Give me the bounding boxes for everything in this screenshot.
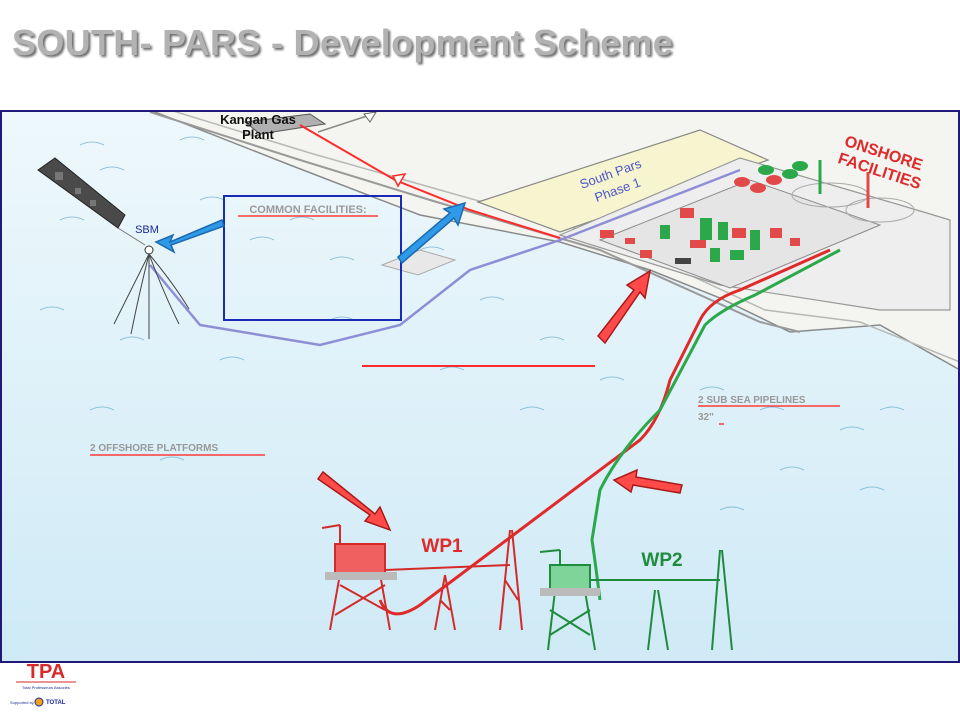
wp1-deck [325,572,397,580]
storage-tanks [734,161,808,193]
south-pars-phase1-area [476,129,770,233]
tpa-logo: TPA Total Professeurs Associés Supported… [6,660,96,710]
total-logo-icon [34,697,44,707]
sbm-buoy [144,245,154,255]
sbm-label: SBM [135,224,159,236]
tpa-logo-name: TPA [27,661,66,683]
wp2-label: WP2 [641,550,682,571]
tpa-logo-subtitle: Total Professeurs Associés [22,685,70,690]
red-arrow-pipelines [612,468,683,494]
purple-export-line [149,168,741,347]
red-arrow-wp1 [316,470,392,532]
wp2-platform [539,549,733,651]
process-units [600,208,800,264]
tpa-supported-by: Supported by [10,700,34,705]
blue-arrow-right [397,201,467,265]
sea-waves [39,136,905,511]
hawser-line [117,227,146,246]
development-scheme-diagram: Kangan Gas Plant South Pars Phase 1 [0,110,960,663]
diagram-frame [0,110,960,663]
common-facilities-label: COMMON FACILITIES: [249,204,366,216]
wp1-label: WP1 [421,536,463,557]
wp1-platform [321,524,523,631]
kangan-gas-plant-pad [243,113,327,135]
red-arrow-onshore [597,269,652,345]
blue-arrow-left [154,218,225,254]
onshore-red-line [299,124,561,239]
wp2-deck [540,588,600,596]
pipelines-label: 2 SUB SEA PIPELINES [698,395,806,406]
onshore-red-arrow [391,172,407,188]
plant-road [317,114,371,133]
tanker-ship [37,157,126,229]
sbm-risers [113,253,190,339]
total-logo-text: TOTAL [46,700,66,706]
kangan-plant-label: Kangan Gas [220,112,296,127]
plant-road-arrow [363,111,377,123]
subsea-pipeline-red [378,248,831,616]
subsea-pipeline-green [590,248,841,601]
kangan-plant-label-2: Plant [242,127,274,142]
offshore-platforms-label: 2 OFFSHORE PLATFORMS [90,443,218,454]
slide-title: SOUTH- PARS - Development Scheme [12,22,674,63]
pipelines-size-label: 32" [698,412,714,423]
